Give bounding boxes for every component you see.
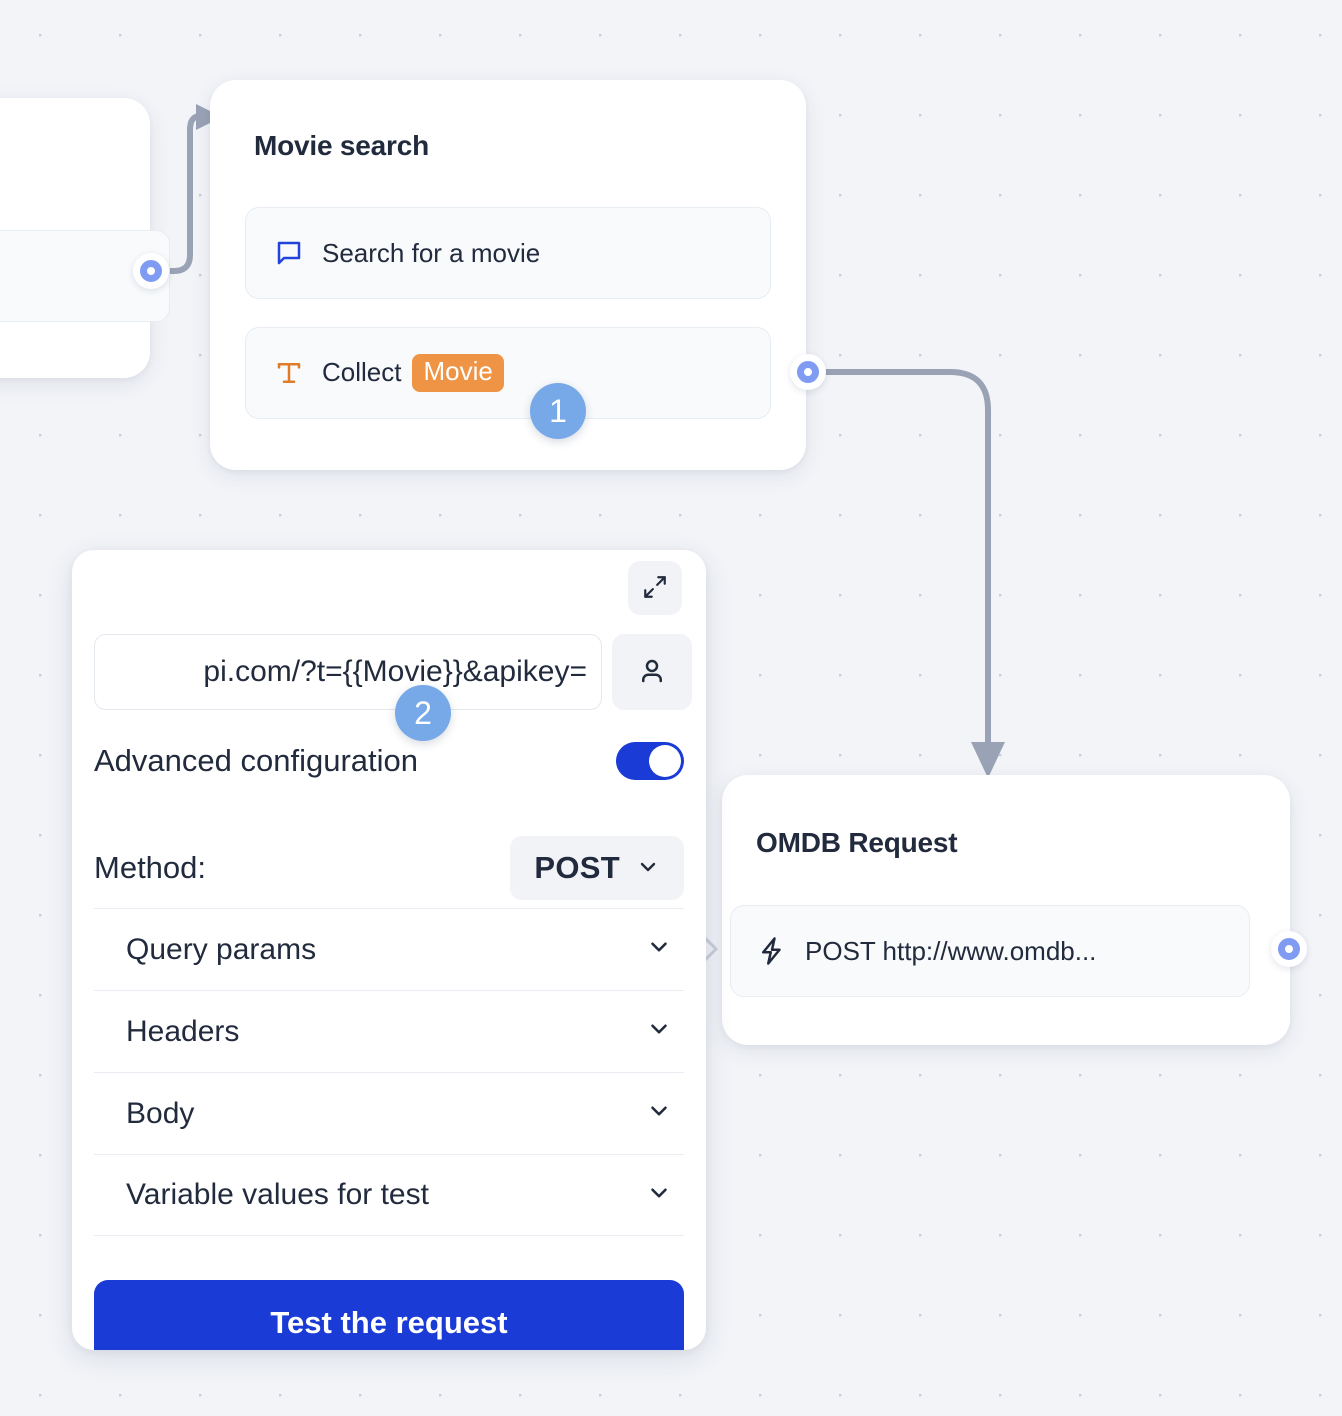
node-row-search-for-a-movie[interactable]: Search for a movie: [245, 207, 771, 299]
url-input[interactable]: pi.com/?t={{Movie}}&apikey=: [94, 634, 602, 710]
advanced-configuration-toggle[interactable]: [616, 742, 684, 780]
node-row-label-post-url: POST http://www.omdb...: [805, 935, 1097, 966]
node-row-label-collect: Collect Movie: [322, 354, 504, 392]
expand-diagonal-icon: [642, 574, 668, 603]
toggle-knob: [649, 745, 681, 777]
test-the-request-button[interactable]: Test the request: [94, 1280, 684, 1350]
accordion-item-variable-values-for-test[interactable]: Variable values for test: [94, 1154, 684, 1236]
chevron-down-icon: [646, 1180, 672, 1211]
node-card-omdb-request[interactable]: OMDB Request POST http://www.omdb...: [722, 775, 1290, 1045]
collect-label-text: Collect: [322, 357, 402, 388]
accordion-label-variable-values-for-test: Variable values for test: [126, 1178, 429, 1211]
step-badge-2: 2: [395, 685, 451, 741]
accordion-label-body: Body: [126, 1096, 195, 1130]
accordion-label-headers: Headers: [126, 1014, 240, 1048]
accordion-item-body[interactable]: Body: [94, 1072, 684, 1154]
node-title-omdb-request: OMDB Request: [756, 827, 958, 858]
http-request-config-panel[interactable]: pi.com/?t={{Movie}}&apikey= Advanced con…: [72, 550, 706, 1350]
variable-tag-movie[interactable]: Movie: [412, 354, 504, 392]
method-label: Method:: [94, 850, 207, 885]
node-card-movie-search[interactable]: Movie search Search for a movie: [210, 80, 806, 470]
person-icon: [637, 656, 667, 689]
chevron-down-icon: [646, 1098, 672, 1129]
text-t-icon: [274, 358, 304, 388]
accordion-item-headers[interactable]: Headers: [94, 990, 684, 1072]
accordion-label-query-params: Query params: [126, 932, 317, 966]
method-row: Method: POST: [94, 836, 684, 900]
url-input-value: pi.com/?t={{Movie}}&apikey=: [203, 655, 587, 688]
node-title-movie-search: Movie search: [254, 130, 430, 161]
connector-handle-partial-left-output[interactable]: [133, 253, 169, 289]
accordion-item-query-params[interactable]: Query params: [94, 908, 684, 990]
expand-icon-button[interactable]: [628, 561, 682, 615]
method-selected-value: POST: [534, 850, 620, 885]
url-input-row[interactable]: pi.com/?t={{Movie}}&apikey=: [94, 634, 692, 710]
chevron-down-icon: [646, 1016, 672, 1047]
lightning-icon: [757, 936, 787, 966]
speech-bubble-icon: [274, 238, 304, 268]
chevron-down-icon: [646, 934, 672, 965]
node-row-label-search: Search for a movie: [322, 237, 541, 268]
step-badge-1: 1: [530, 383, 586, 439]
request-sections-accordion: Query params Headers Body: [94, 908, 684, 1236]
connector-handle-omdb-output[interactable]: [1271, 931, 1307, 967]
chevron-down-icon: [636, 855, 660, 882]
method-dropdown[interactable]: POST: [510, 836, 684, 900]
node-row-post-request[interactable]: POST http://www.omdb...: [730, 905, 1250, 997]
advanced-configuration-label: Advanced configuration: [94, 743, 419, 778]
advanced-configuration-row[interactable]: Advanced configuration: [94, 742, 684, 780]
node-row-collect-movie[interactable]: Collect Movie: [245, 327, 771, 419]
connector-handle-movie-search-output[interactable]: [790, 354, 826, 390]
url-auth-user-button[interactable]: [612, 634, 692, 710]
node-card-partial-left[interactable]: [0, 98, 170, 378]
